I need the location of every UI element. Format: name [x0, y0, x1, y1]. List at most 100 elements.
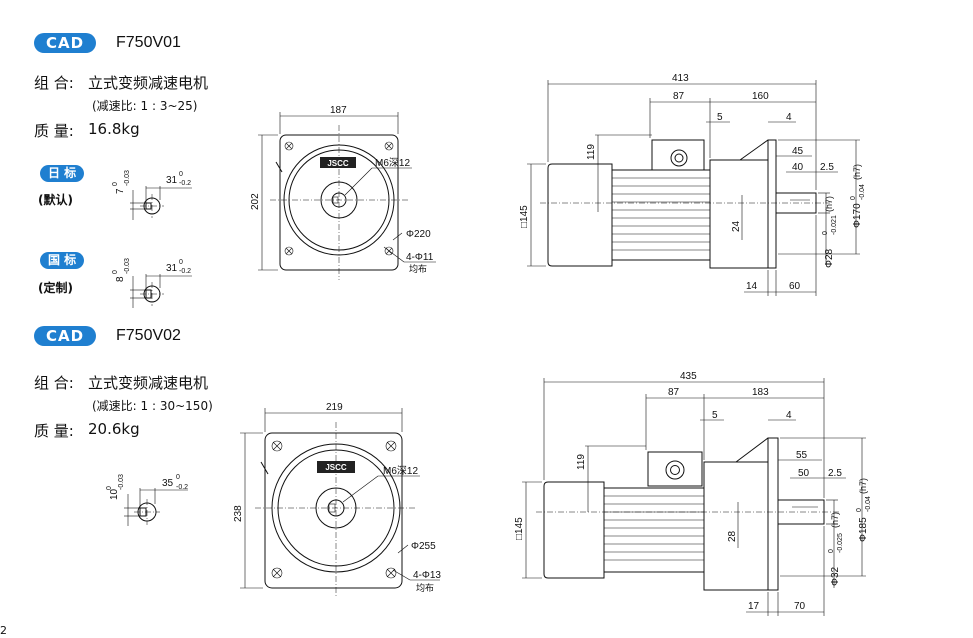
- mass-value: 16.8kg: [88, 120, 140, 138]
- svg-text:Φ185: Φ185: [858, 517, 869, 542]
- svg-text:0: 0: [822, 231, 829, 235]
- svg-text:28: 28: [727, 530, 738, 542]
- shaft-key-detail-gb: 8 0 -0.03 31 0 -0.2: [112, 258, 192, 308]
- svg-text:□145: □145: [514, 517, 525, 540]
- svg-text:JSCC: JSCC: [325, 463, 347, 472]
- tap-note: M6深12: [375, 157, 410, 169]
- svg-text:87: 87: [668, 387, 680, 398]
- model-name: F750V01: [116, 34, 181, 51]
- jis-badge[interactable]: 日 标: [40, 165, 85, 182]
- svg-text:0: 0: [179, 171, 183, 178]
- svg-text:5: 5: [717, 112, 723, 123]
- svg-text:119: 119: [576, 454, 587, 470]
- svg-text:4: 4: [786, 112, 792, 123]
- svg-text:Φ255: Φ255: [411, 541, 436, 552]
- svg-text:219: 219: [326, 402, 343, 413]
- svg-text:(h7): (h7): [830, 512, 840, 528]
- svg-text:70: 70: [794, 601, 806, 612]
- svg-text:0: 0: [179, 259, 183, 266]
- svg-text:□145: □145: [519, 205, 530, 228]
- mount-holes: 4-Φ11: [406, 252, 434, 263]
- side-view-2: 435 87 183 5 4 119 □145 55 50 2.5 28 Φ32…: [514, 371, 872, 616]
- front-height: 202: [250, 193, 261, 210]
- svg-text:8: 8: [115, 276, 126, 282]
- svg-text:50: 50: [798, 468, 810, 479]
- svg-text:均布: 均布: [409, 263, 427, 274]
- page-number: 2: [0, 624, 7, 637]
- key-height: 7: [115, 188, 126, 194]
- pcd-dim: Φ220: [406, 229, 431, 240]
- svg-text:0: 0: [856, 508, 863, 512]
- ratio-note: (减速比: 1 : 3~25): [92, 99, 198, 113]
- svg-text:(h7): (h7): [852, 164, 862, 180]
- svg-text:55: 55: [796, 450, 808, 461]
- svg-text:-0.04: -0.04: [859, 184, 866, 200]
- svg-text:-0.2: -0.2: [179, 268, 191, 275]
- overall-length: 413: [672, 73, 689, 84]
- mass-value: 20.6kg: [88, 420, 140, 438]
- model-name: F750V02: [116, 327, 181, 344]
- svg-text:14: 14: [746, 281, 758, 292]
- svg-text:0: 0: [850, 196, 857, 200]
- svg-text:183: 183: [752, 387, 769, 398]
- svg-text:45: 45: [792, 146, 804, 157]
- svg-text:17: 17: [748, 601, 760, 612]
- composition-label: 组 合:: [34, 74, 74, 92]
- gb-badge[interactable]: 国 标: [40, 252, 85, 269]
- shaft-key-detail-jis: 7 0 -0.03 31 0 -0.2: [112, 170, 192, 220]
- svg-text:4-Φ13: 4-Φ13: [413, 570, 441, 581]
- svg-text:5: 5: [712, 410, 718, 421]
- svg-text:10: 10: [109, 488, 120, 500]
- svg-text:160: 160: [752, 91, 769, 102]
- svg-text:60: 60: [789, 281, 801, 292]
- gb-note: (定制): [38, 281, 73, 295]
- svg-text:119: 119: [586, 144, 597, 160]
- svg-text:(h7): (h7): [824, 196, 834, 212]
- svg-text:40: 40: [792, 162, 804, 173]
- svg-text:-0.2: -0.2: [176, 484, 188, 491]
- key-length: 31: [166, 175, 178, 186]
- side-view-1: 413 87 160 5 4 119 □145 45 40 2.5 24 Φ28…: [519, 73, 866, 296]
- svg-text:0: 0: [176, 474, 180, 481]
- shaft-key-detail: 10 0 -0.03 35 0 -0.2: [106, 474, 188, 526]
- svg-text:-0.021: -0.021: [831, 215, 838, 235]
- svg-text:0: 0: [106, 486, 113, 490]
- composition-label: 组 合:: [34, 374, 74, 392]
- composition-value: 立式变频减速电机: [88, 374, 209, 392]
- composition-value: 立式变频减速电机: [88, 74, 209, 92]
- svg-text:238: 238: [233, 505, 244, 522]
- svg-text:-0.025: -0.025: [837, 533, 844, 553]
- svg-text:M6深12: M6深12: [383, 465, 418, 477]
- brand-logo: JSCC: [327, 159, 349, 168]
- svg-text:4: 4: [786, 410, 792, 421]
- svg-text:0: 0: [828, 549, 835, 553]
- cad-badge[interactable]: CAD: [34, 33, 97, 53]
- front-view-2: JSCC 219 238 M6深12 Φ255 4-Φ13 均布: [233, 402, 441, 598]
- svg-text:35: 35: [162, 478, 174, 489]
- svg-text:435: 435: [680, 371, 697, 382]
- front-view-1: JSCC 187 202 M6深12 Φ220 4-Φ11 均布: [250, 105, 436, 280]
- svg-text:2.5: 2.5: [828, 468, 842, 479]
- svg-text:31: 31: [166, 263, 178, 274]
- svg-text:-0.03: -0.03: [118, 474, 125, 490]
- jis-note: (默认): [38, 193, 73, 207]
- svg-text:2.5: 2.5: [820, 162, 834, 173]
- svg-text:(h7): (h7): [858, 478, 868, 494]
- cad-badge[interactable]: CAD: [34, 326, 97, 346]
- svg-text:24: 24: [731, 220, 742, 232]
- svg-text:Φ28: Φ28: [824, 248, 835, 268]
- svg-text:0: 0: [112, 182, 119, 186]
- svg-text:Φ170: Φ170: [852, 203, 863, 228]
- mass-label: 质 量:: [34, 422, 74, 440]
- svg-text:87: 87: [673, 91, 685, 102]
- svg-text:-0.04: -0.04: [865, 496, 872, 512]
- svg-text:-0.03: -0.03: [124, 170, 131, 186]
- svg-text:-0.2: -0.2: [179, 180, 191, 187]
- svg-text:均布: 均布: [416, 582, 434, 593]
- ratio-note: (减速比: 1 : 30~150): [92, 399, 213, 413]
- mass-label: 质 量:: [34, 122, 74, 140]
- svg-text:0: 0: [112, 270, 119, 274]
- front-width: 187: [330, 105, 347, 116]
- svg-text:-0.03: -0.03: [124, 258, 131, 274]
